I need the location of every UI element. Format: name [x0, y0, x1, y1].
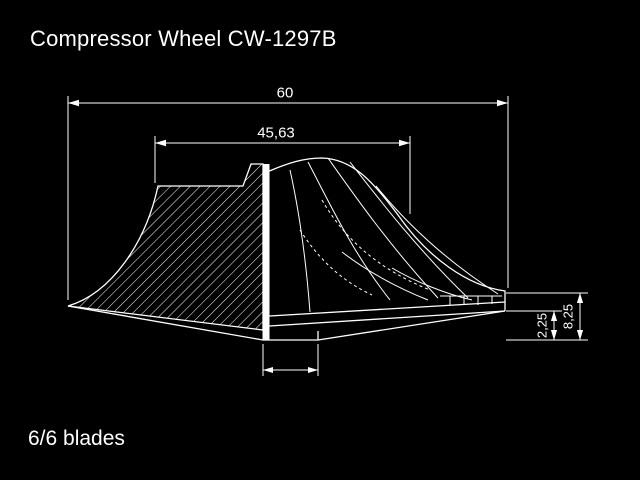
exducer-tip-ticks [449, 296, 493, 305]
arrow-right-icon [399, 139, 410, 147]
dimension-exducer-tip-height: 8,25 [561, 293, 584, 340]
dimension-upper-width-label: 45,63 [257, 125, 295, 142]
arrow-down-icon [550, 330, 558, 340]
dimension-tip-step-height: 2,25 [535, 311, 558, 340]
dimension-overall-width-label: 60 [277, 85, 294, 102]
dimension-exducer-tip-height-label: 8,25 [561, 304, 576, 329]
arrow-right-icon [308, 367, 318, 373]
backface-cone [67, 305, 506, 341]
arrow-up-icon [550, 311, 558, 321]
arrow-down-icon [576, 330, 584, 340]
dimension-upper-width: 45,63 [154, 125, 411, 214]
dimension-overall-width: 60 [67, 85, 509, 300]
dimension-boss-width [262, 344, 319, 376]
arrow-up-icon [576, 293, 584, 303]
arrow-left-icon [263, 367, 273, 373]
blade-silhouette [269, 157, 506, 327]
hub-face-band [262, 164, 270, 340]
arrow-left-icon [68, 99, 79, 107]
blade-profiles [289, 157, 499, 313]
hatched-hub-section [67, 163, 264, 331]
dimension-tip-step-height-label: 2,25 [535, 313, 550, 338]
right-extension-lines [506, 292, 588, 341]
wheel-cross-section [67, 157, 506, 341]
page-title: Compressor Wheel CW-1297B [30, 26, 337, 51]
arrow-left-icon [155, 139, 166, 147]
arrow-right-icon [497, 99, 508, 107]
blade-count-note: 6/6 blades [28, 427, 125, 450]
